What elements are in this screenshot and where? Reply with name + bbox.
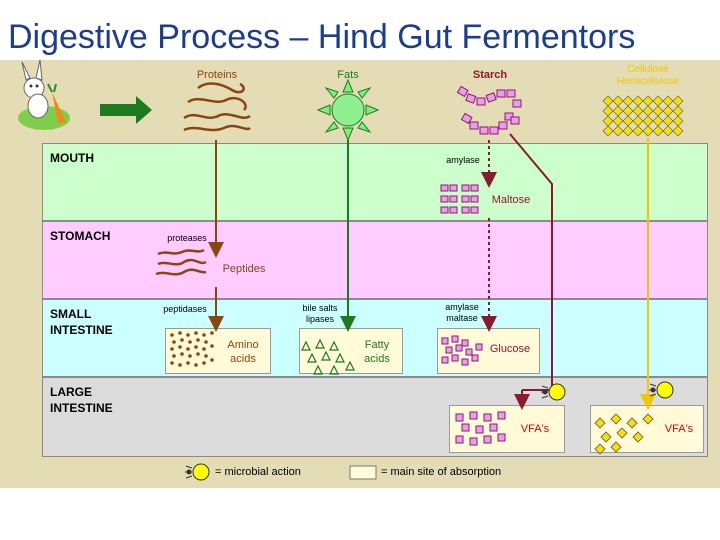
microbe-icon xyxy=(649,381,674,399)
product-peptides: Peptides xyxy=(222,263,266,275)
product-glucose: Glucose xyxy=(489,343,531,355)
product-vfa-cellulose: VFA's xyxy=(664,423,694,435)
rabbit-icon xyxy=(18,59,70,130)
product-amino-acids: Amino acids xyxy=(227,339,259,365)
page-title: Digestive Process – Hind Gut Fermentors xyxy=(8,18,636,56)
maltose-pairs-icon xyxy=(440,184,479,214)
product-maltose: Maltose xyxy=(491,194,531,206)
heading-proteins: Proteins xyxy=(196,69,238,81)
microbe-icon xyxy=(541,383,566,401)
heading-starch: Starch xyxy=(472,69,508,81)
starch-bypass-line xyxy=(509,133,553,391)
intake-arrow-icon xyxy=(100,96,152,124)
starch-chain-icon xyxy=(456,85,522,135)
product-vfa-starch: VFA's xyxy=(520,423,550,435)
peptide-fragments-icon xyxy=(155,248,207,276)
enzyme-amylase: amylase xyxy=(446,155,480,165)
enzyme-proteases: proteases xyxy=(167,233,207,243)
amino-acid-dots-icon xyxy=(170,331,214,367)
legend-microbe-icon xyxy=(185,463,210,481)
label-stomach: STOMACH xyxy=(50,229,111,243)
vfa-starch-molecules-icon xyxy=(455,411,506,446)
band-stomach xyxy=(42,221,708,299)
label-small-intestine: SMALL INTESTINE xyxy=(50,307,113,337)
fatty-acid-triangles-icon xyxy=(301,338,355,375)
heading-fats: Fats xyxy=(337,69,359,81)
vfa-cellulose-molecules-icon xyxy=(594,413,654,455)
product-fatty-acids: Fatty acids xyxy=(364,339,390,365)
legend-absorption-text: = main site of absorption xyxy=(381,466,502,478)
cellulose-lattice-icon xyxy=(602,95,684,137)
legend-microbial-text: = microbial action xyxy=(215,466,301,478)
heading-cellulose: Cellulose Hemicellulose xyxy=(616,64,680,87)
enzyme-peptidases: peptidases xyxy=(163,304,207,314)
legend-absorption-swatch xyxy=(349,465,377,480)
enzyme-bile-lipases: bile salts lipases xyxy=(302,303,338,324)
label-large-intestine: LARGE INTESTINE xyxy=(50,385,113,415)
glucose-units-icon xyxy=(441,335,483,366)
band-mouth xyxy=(42,143,708,221)
protein-chain-icon xyxy=(183,82,251,132)
enzyme-amylase-maltase: amylase maltase xyxy=(445,302,479,323)
label-mouth: MOUTH xyxy=(50,151,94,165)
fat-globule-icon xyxy=(316,78,380,142)
